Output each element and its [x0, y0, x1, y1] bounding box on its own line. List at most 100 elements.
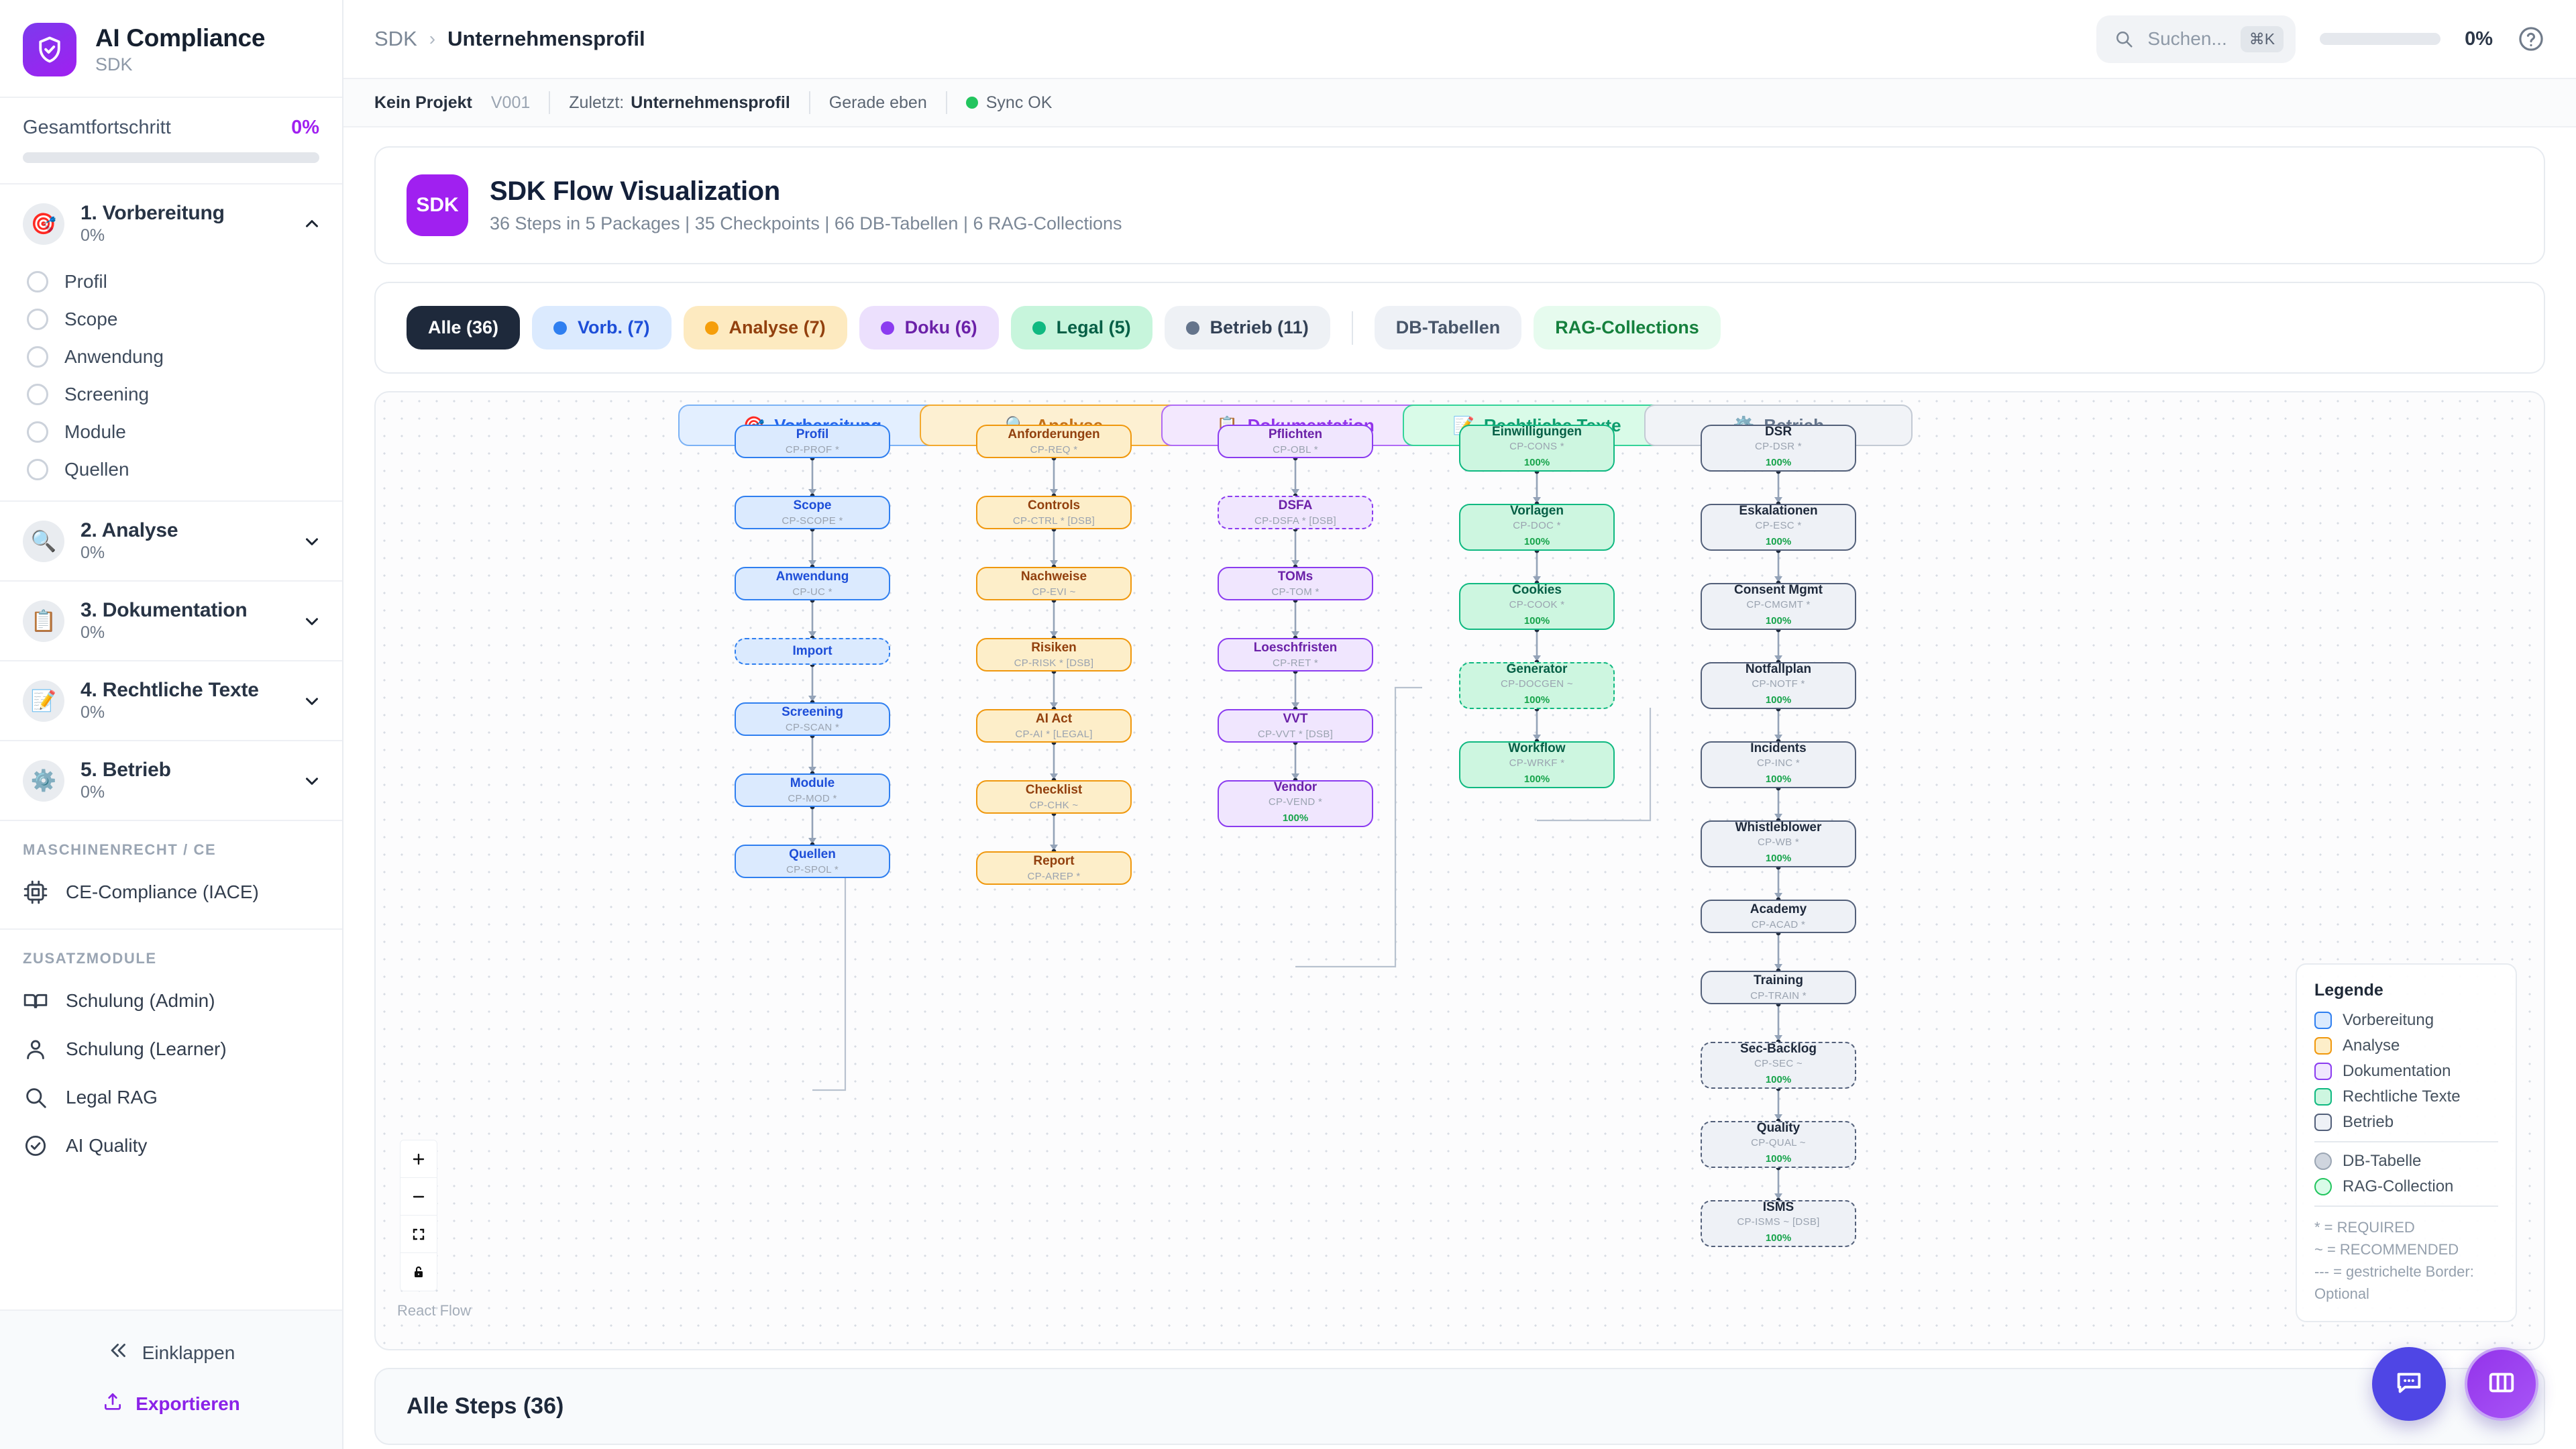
chevron-down-icon[interactable]: [302, 771, 322, 791]
chevron-down-icon[interactable]: [302, 611, 322, 631]
flow-attribution: React Flow: [397, 1302, 472, 1319]
filter-chip-legal-5[interactable]: Legal (5): [1010, 306, 1152, 350]
phase-item-scope[interactable]: Scope: [0, 301, 342, 338]
step-radio[interactable]: [27, 271, 48, 292]
chevron-up-icon[interactable]: [302, 214, 322, 234]
flow-node-import[interactable]: Import: [735, 638, 890, 665]
sdk-badge: SDK: [407, 174, 468, 236]
step-radio[interactable]: [27, 309, 48, 330]
zoom-out-button[interactable]: [400, 1178, 437, 1216]
search-input[interactable]: Suchen... ⌘K: [2096, 15, 2296, 63]
filter-chip-doku-6[interactable]: Doku (6): [859, 306, 999, 350]
node-code: CP-DOCGEN ~: [1501, 678, 1573, 690]
legend-divider: [2314, 1141, 2498, 1142]
fit-view-button[interactable]: [400, 1216, 437, 1253]
steps-section: Alle Steps (36): [374, 1368, 2545, 1445]
export-button[interactable]: Exportieren: [0, 1379, 342, 1429]
node-code: CP-ESC *: [1755, 520, 1802, 532]
filter-chip-db-tabellen[interactable]: DB-Tabellen: [1374, 306, 1522, 350]
phase-item-anwendung[interactable]: Anwendung: [0, 338, 342, 376]
legend-swatch: [2314, 1088, 2332, 1106]
chevron-down-icon[interactable]: [302, 531, 322, 551]
filter-chip-vorb-7[interactable]: Vorb. (7): [532, 306, 672, 350]
step-radio[interactable]: [27, 459, 48, 480]
section-label-extra: ZUSATZMODULE: [23, 950, 157, 967]
filter-chip-rag-collections[interactable]: RAG-Collections: [1534, 306, 1721, 350]
flow-canvas[interactable]: 🎯VorbereitungProfilCP-PROF *ScopeCP-SCOP…: [376, 392, 2544, 1349]
filter-chip-analyse-7[interactable]: Analyse (7): [683, 306, 847, 350]
sidebar-brand[interactable]: AI Compliance SDK: [0, 0, 342, 98]
phase-item-module[interactable]: Module: [0, 413, 342, 451]
lock-icon[interactable]: [400, 1253, 437, 1291]
phase-item-screening[interactable]: Screening: [0, 376, 342, 413]
collapse-sidebar-button[interactable]: Einklappen: [0, 1327, 342, 1379]
zoom-in-button[interactable]: [400, 1140, 437, 1178]
sidebar-item-schulung-learner[interactable]: Schulung (Learner): [0, 1025, 342, 1073]
node-title: Training: [1754, 973, 1803, 988]
sidebar-item-ai-quality[interactable]: AI Quality: [0, 1122, 342, 1170]
chevron-down-icon[interactable]: [302, 691, 322, 711]
step-radio[interactable]: [27, 346, 48, 368]
collapse-label: Einklappen: [142, 1342, 235, 1363]
sidebar-item-schulung-admin[interactable]: Schulung (Admin): [0, 977, 342, 1025]
node-title: Einwilligungen: [1491, 424, 1582, 439]
filter-chip-betrieb-11[interactable]: Betrieb (11): [1164, 306, 1330, 350]
content-area: SDK SDK Flow Visualization 36 Steps in 5…: [343, 127, 2576, 1449]
breadcrumb-root[interactable]: SDK: [374, 27, 417, 50]
panel-fab[interactable]: [2465, 1347, 2538, 1421]
phase-item-quellen[interactable]: Quellen: [0, 451, 342, 488]
step-radio[interactable]: [27, 384, 48, 405]
step-radio[interactable]: [27, 421, 48, 443]
filter-chip-alle-36[interactable]: Alle (36): [407, 306, 521, 350]
sidebar-item-ce-compliance[interactable]: CE-Compliance (IACE): [0, 868, 342, 916]
topbar-progress-track: [2320, 33, 2441, 45]
sidebar-item-legal-rag[interactable]: Legal RAG: [0, 1073, 342, 1122]
help-circle-icon[interactable]: [2517, 25, 2545, 53]
sidebar-item-label: Schulung (Admin): [66, 990, 215, 1011]
legend-label: Rechtliche Texte: [2343, 1087, 2461, 1106]
chat-fab[interactable]: [2372, 1347, 2446, 1421]
flow-diagram[interactable]: 🎯VorbereitungProfilCP-PROF *ScopeCP-SCOP…: [374, 391, 2545, 1350]
phase-item-profil[interactable]: Profil: [0, 263, 342, 301]
